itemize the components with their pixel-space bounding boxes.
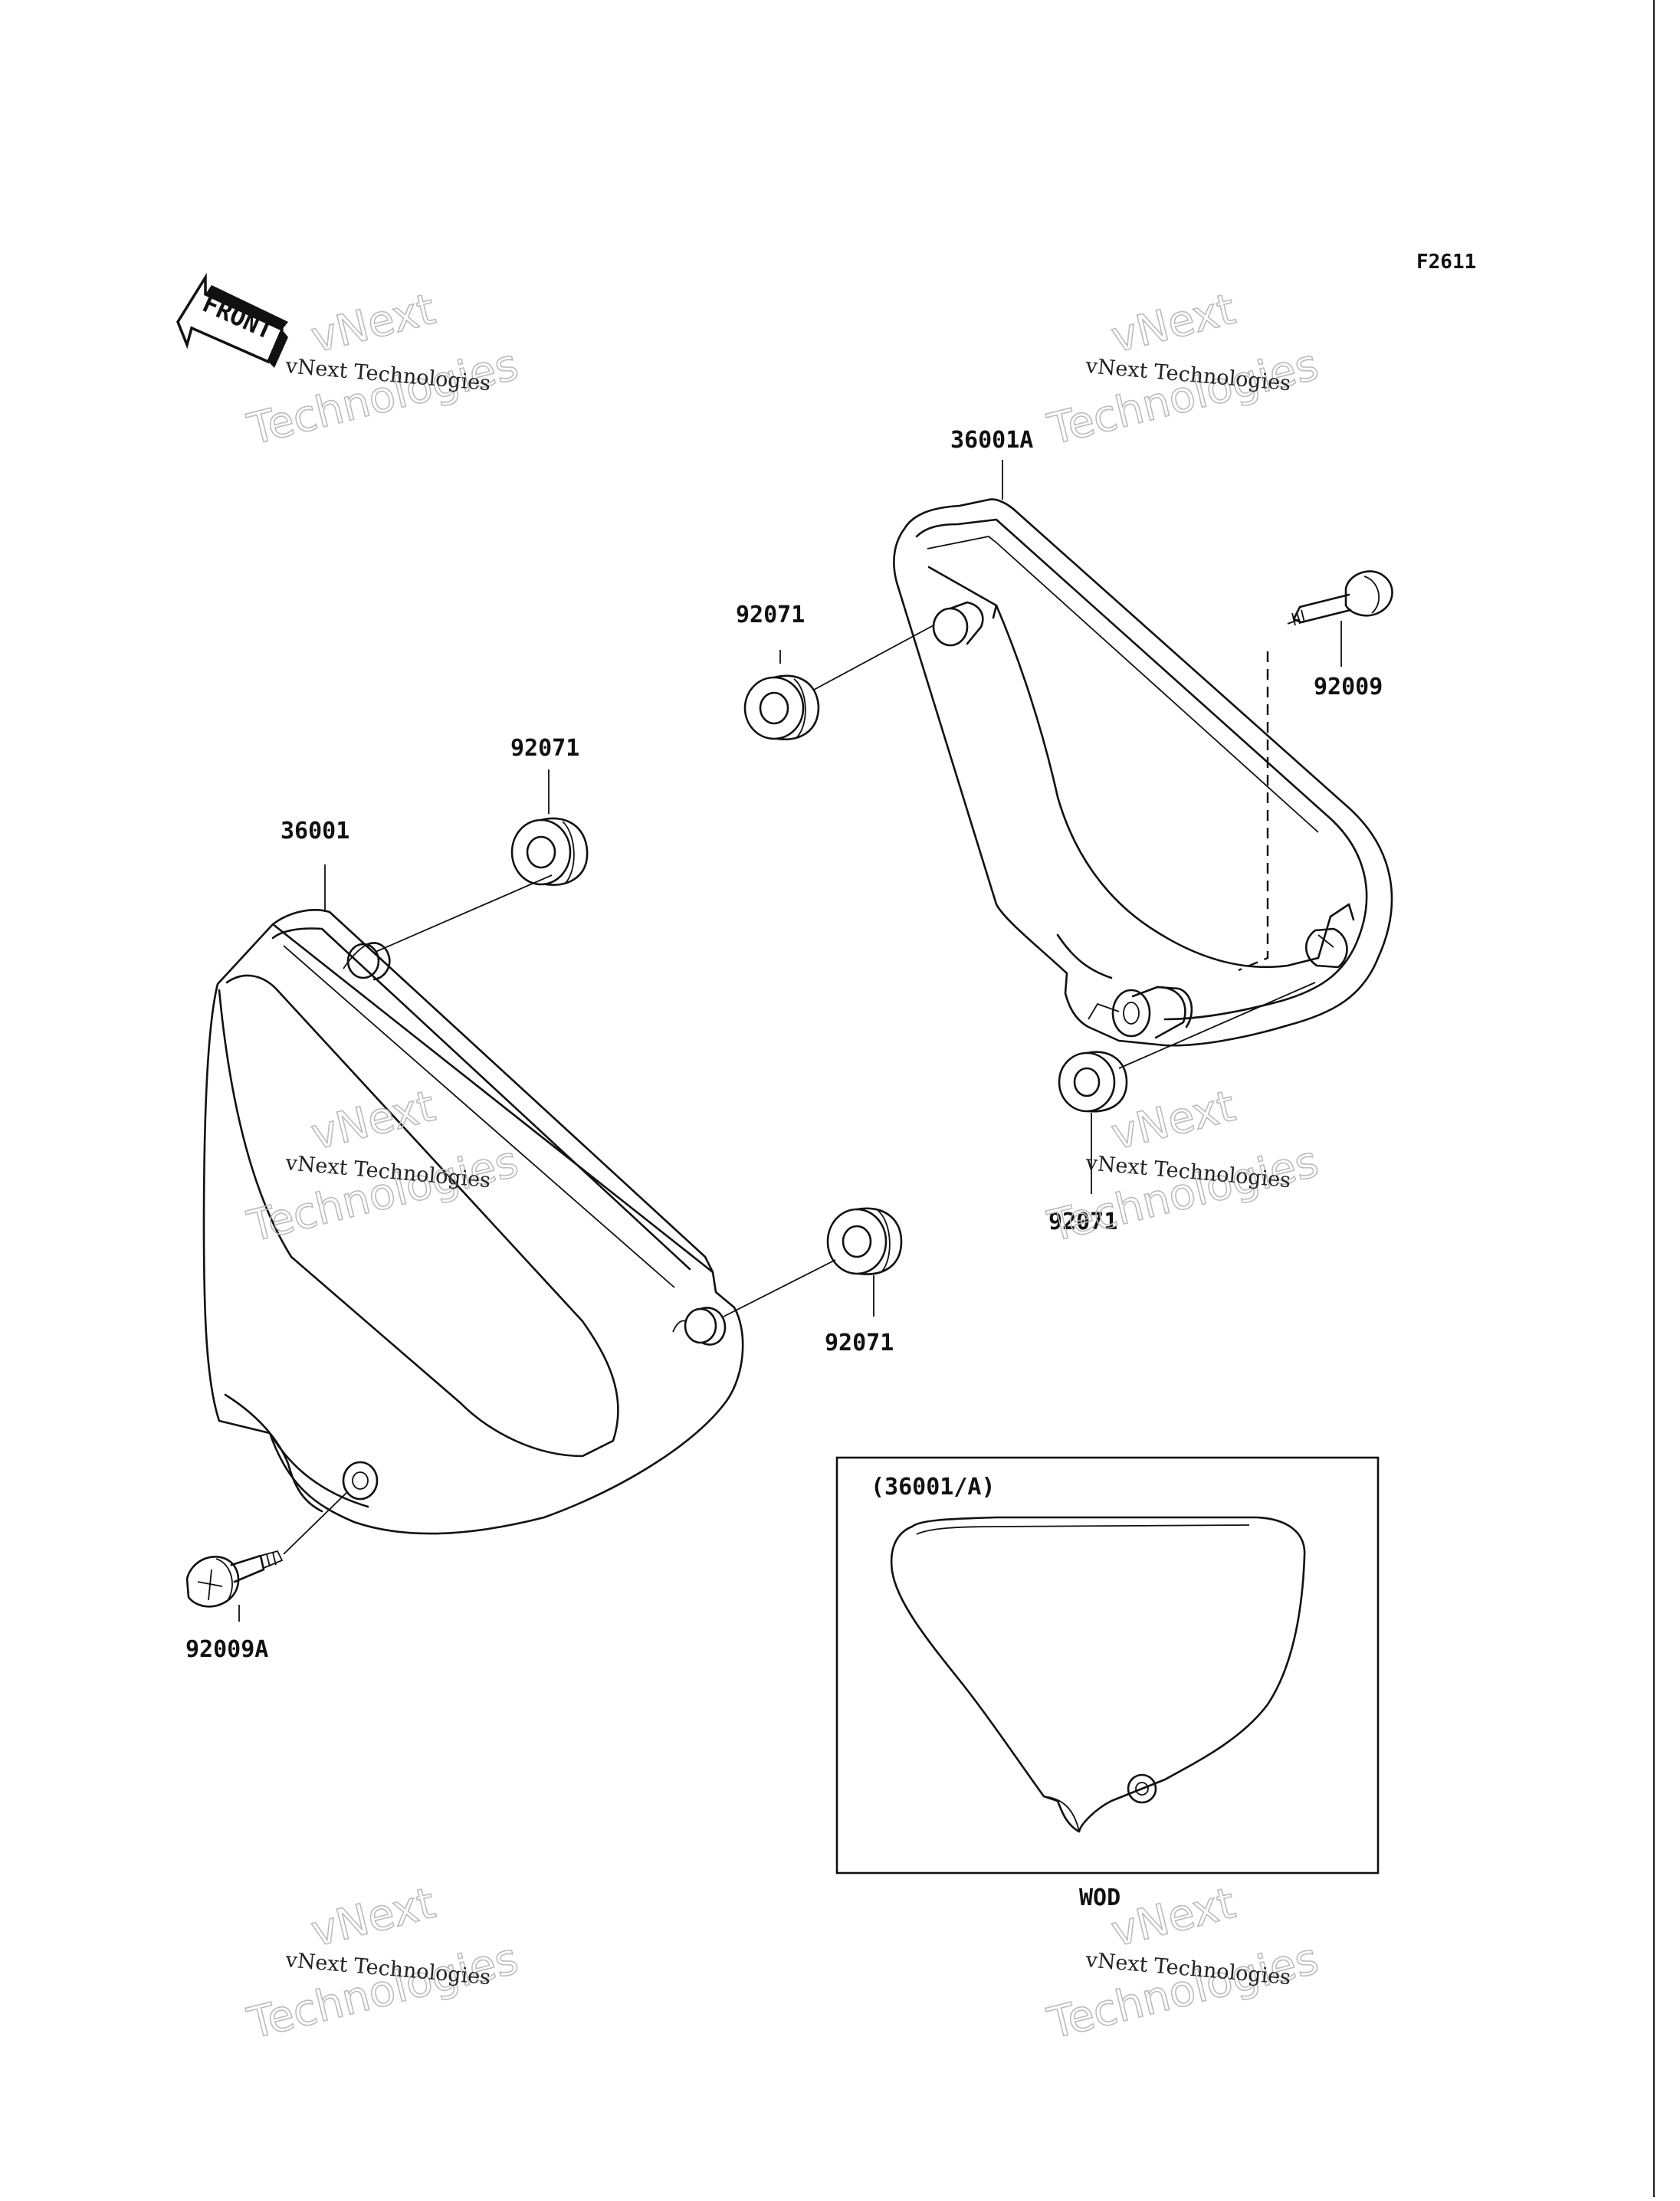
svg-text:vNext: vNext [1107,284,1240,363]
inset-box: (36001/A) WOD [835,1456,1380,1911]
leader-grommet-left-bottom [723,1259,836,1317]
bolt-left [185,1550,284,1608]
front-arrow-icon: FRONT [176,272,288,368]
watermark-top-right: vNext Technologies vNext Technologies [1042,284,1324,455]
leader-grommet-left-top [375,874,553,953]
svg-text:vNext: vNext [307,1878,440,1957]
side-cover-left [202,909,744,1535]
label-92071-d: 92071 [1048,1209,1117,1235]
grommet-right-bottom [1058,1051,1128,1113]
svg-text:Technologies: Technologies [243,339,523,454]
svg-text:Technologies: Technologies [1043,1934,1324,2048]
grommet-left-top [510,817,589,886]
svg-text:vNext: vNext [1107,1081,1240,1160]
watermark-mid-right: vNext Technologies vNext Technologies [1042,1081,1324,1252]
label-36001A: 36001A [950,427,1033,454]
page-code: F2611 [1416,251,1476,274]
grommet-right-top [743,674,820,740]
svg-text:Technologies: Technologies [1043,339,1324,454]
leader-grommet-right-bottom [1118,982,1316,1069]
label-92009A: 92009A [185,1636,268,1663]
leader-bolt-left [283,1492,347,1555]
bolt-right [1287,570,1393,626]
watermark-top-left: vNext Technologies vNext Technologies [242,284,523,455]
label-92071-c: 92071 [825,1330,894,1356]
svg-text:Technologies: Technologies [243,1934,523,2048]
watermark-bottom-left: vNext Technologies vNext Technologies [242,1878,523,2049]
side-cover-right [893,498,1393,1047]
svg-text:vNext: vNext [1107,1878,1240,1957]
label-92071-b: 92071 [510,735,579,762]
svg-text:vNext: vNext [307,284,440,363]
leader-grommet-right-top [813,625,934,690]
inset-caption: WOD [1079,1884,1121,1911]
label-92009: 92009 [1314,674,1383,700]
label-92071-a: 92071 [736,602,805,628]
watermark-mid-left: vNext Technologies vNext Technologies [242,1081,523,1252]
svg-text:Technologies: Technologies [1043,1137,1324,1251]
svg-text:Technologies: Technologies [243,1137,523,1251]
inset-title: (36001/A) [871,1474,996,1501]
label-36001: 36001 [281,818,349,845]
bolt-path-right [1238,651,1269,972]
grommet-left-bottom [826,1207,903,1275]
